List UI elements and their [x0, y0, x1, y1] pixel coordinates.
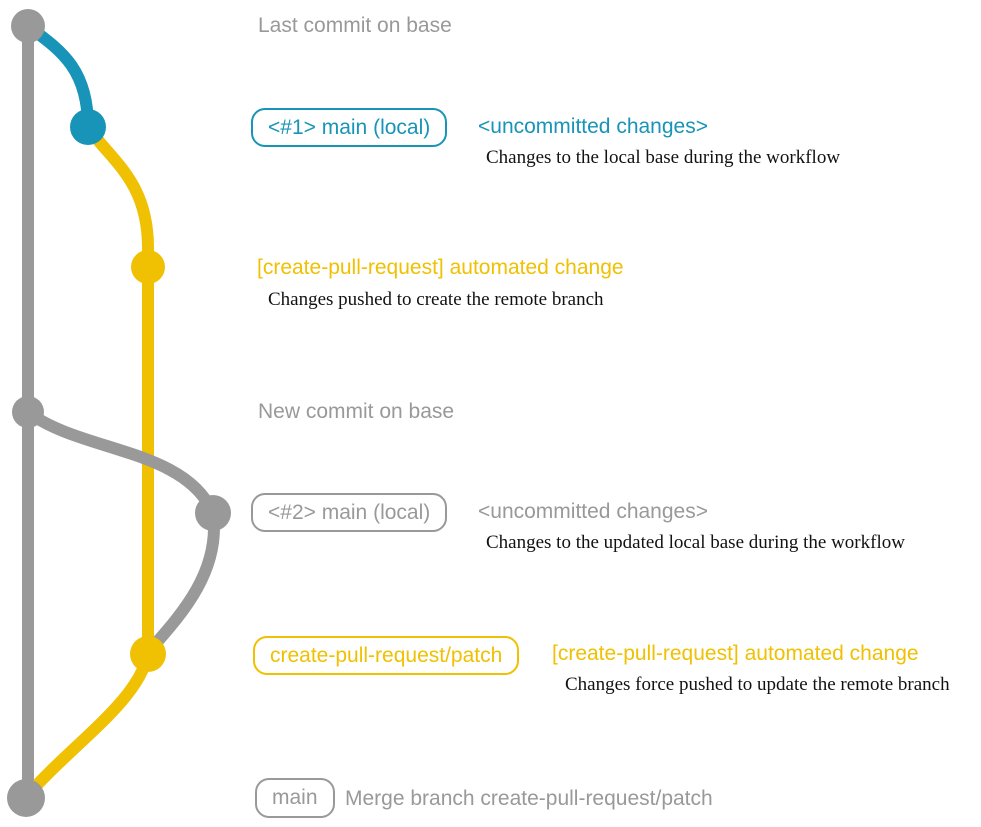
branch-badge-main: main [255, 778, 335, 818]
commit-label-new-base: New commit on base [258, 400, 455, 423]
commit-title-uncommitted-2: <uncommitted changes> [478, 500, 708, 523]
git-graph [7, 9, 231, 817]
local-branch-2-return-path [145, 512, 220, 654]
local-branch-2-path [24, 407, 219, 516]
commit-note-automated-1: Changes pushed to create the remote bran… [268, 289, 604, 310]
commit-title-merge: Merge branch create-pull-request/patch [345, 787, 713, 810]
commit-node-merge [7, 779, 45, 817]
commit-title-automated-1: [create-pull-request] automated change [257, 256, 624, 279]
commit-node-local-1 [70, 109, 106, 145]
commit-node-last-base [11, 9, 45, 43]
commit-node-local-2 [195, 495, 231, 531]
branch-badge-create-pull-request-patch: create-pull-request/patch [253, 636, 520, 675]
commit-note-uncommitted-2: Changes to the updated local base during… [486, 532, 905, 553]
commit-node-remote-2 [130, 636, 166, 672]
commit-node-remote-1 [131, 250, 165, 284]
commit-note-automated-2: Changes force pushed to update the remot… [565, 674, 950, 695]
commit-note-uncommitted-1: Changes to the local base during the wor… [486, 147, 841, 168]
commit-title-automated-2: [create-pull-request] automated change [552, 642, 919, 665]
commit-label-last-base: Last commit on base [258, 14, 452, 37]
branch-badge-main-local-2: <#2> main (local) [251, 493, 448, 532]
remote-branch-path [83, 123, 154, 654]
commit-title-uncommitted-1: <uncommitted changes> [478, 115, 708, 138]
branch-badge-main-local-1: <#1> main (local) [251, 108, 448, 147]
merge-branch-path [22, 652, 154, 800]
commit-node-new-base [12, 396, 44, 428]
